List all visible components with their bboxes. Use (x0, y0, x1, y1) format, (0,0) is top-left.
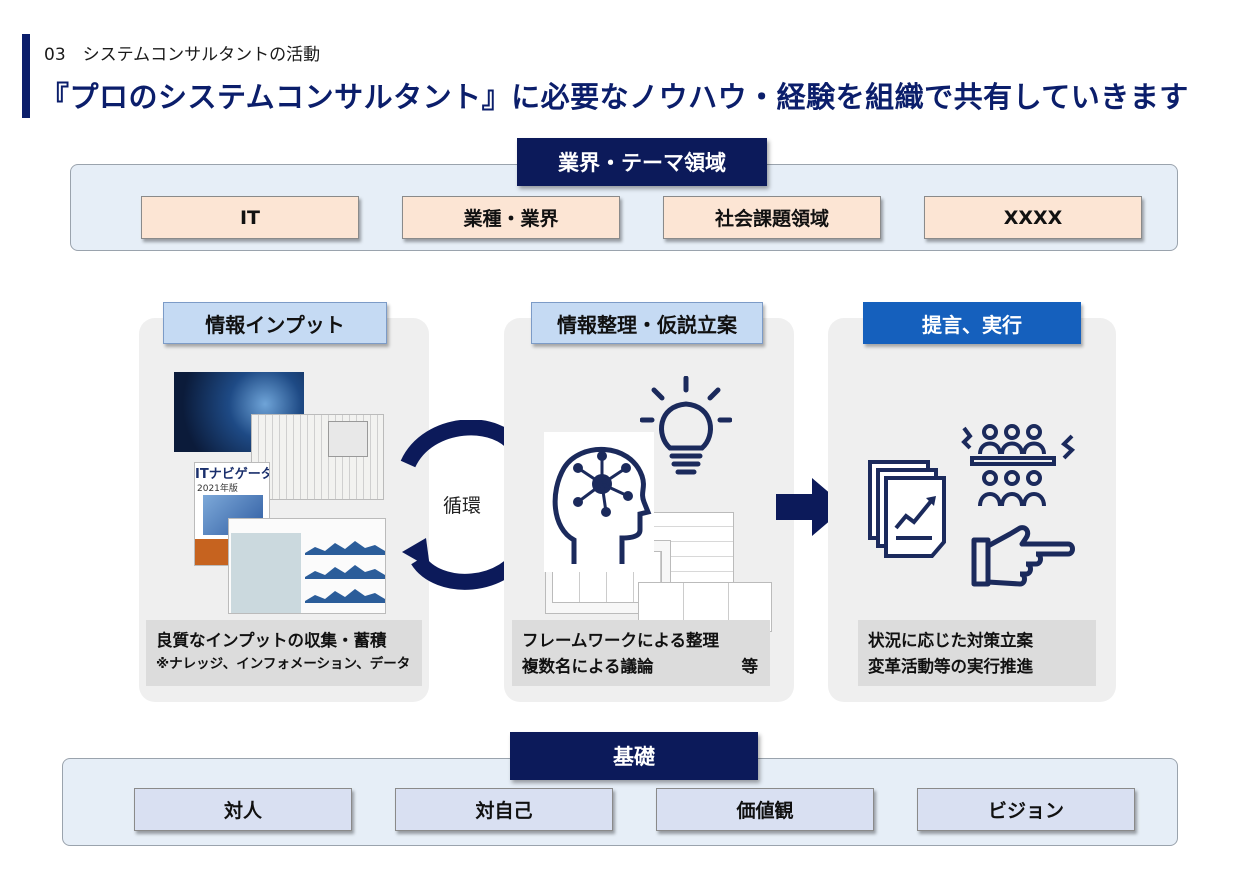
column-execution-title: 提言、実行 (863, 302, 1081, 344)
book-title: ITナビゲーター (195, 467, 269, 482)
column-input-caption-note: ※ナレッジ、インフォメーション、データ (156, 655, 411, 672)
pointing-hand-icon (971, 525, 1075, 587)
lightbulb-icon (640, 376, 732, 475)
head-network-icon (544, 432, 654, 572)
report-chart-icon (868, 460, 946, 558)
theme-chip-social: 社会課題領域 (663, 196, 881, 239)
column-input-caption: 良質なインプットの収集・蓄積 ※ナレッジ、インフォメーション、データ (146, 620, 422, 686)
cycle-label: 循環 (443, 495, 482, 517)
book-year: 2021年版 (197, 484, 238, 494)
column-analysis-caption-line2: 複数名による議論 (522, 656, 654, 676)
column-analysis-caption-suffix: 等 (741, 656, 759, 676)
page-title: 『プロのシステムコンサルタント』に必要なノウハウ・経験を組織で共有していきます (40, 80, 1189, 114)
column-analysis-title: 情報整理・仮説立案 (531, 302, 763, 344)
column-execution-caption-line1: 状況に応じた対策立案 (868, 631, 1033, 650)
foundation-chip-self: 対自己 (395, 788, 613, 831)
dashboard-image (228, 518, 386, 614)
newspaper-image (251, 414, 384, 500)
theme-band-label: 業界・テーマ領域 (517, 138, 767, 186)
column-execution-caption: 状況に応じた対策立案 変革活動等の実行推進 (858, 620, 1096, 686)
title-accent-bar (22, 34, 30, 118)
column-analysis-caption: フレームワークによる整理 複数名による議論 等 (512, 620, 770, 686)
foundation-chip-vision: ビジョン (917, 788, 1135, 831)
foundation-chip-interpersonal: 対人 (134, 788, 352, 831)
theme-chip-xxxx: XXXX (924, 196, 1142, 239)
theme-chip-industry: 業種・業界 (402, 196, 620, 239)
theme-chip-it: IT (141, 196, 359, 239)
column-input-title: 情報インプット (163, 302, 387, 344)
column-execution-caption-line2: 変革活動等の実行推進 (868, 656, 1033, 676)
column-analysis-caption-line1: フレームワークによる整理 (522, 631, 720, 650)
section-subtitle: 03 システムコンサルタントの活動 (44, 45, 321, 65)
group-meeting-icon (961, 424, 1076, 507)
foundation-band-label: 基礎 (510, 732, 758, 780)
column-input-caption-main: 良質なインプットの収集・蓄積 (156, 631, 387, 650)
foundation-chip-values: 価値観 (656, 788, 874, 831)
